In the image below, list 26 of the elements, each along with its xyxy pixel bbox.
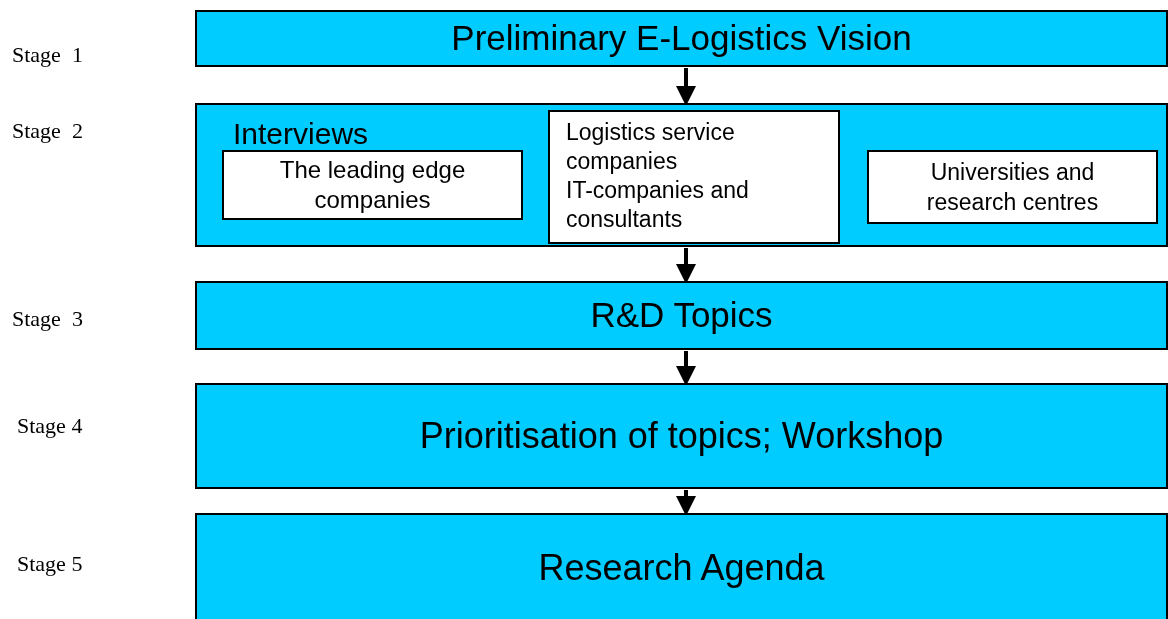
arrow: [676, 351, 696, 386]
box-text: Preliminary E-Logistics Vision: [451, 17, 912, 60]
box-text: Universities and research centres: [925, 158, 1100, 217]
interview-box: [222, 150, 523, 220]
box-text: Research Agenda: [538, 546, 825, 590]
box-heading: Interviews: [233, 116, 369, 152]
stage-label: Stage 3: [12, 305, 83, 333]
box-text: R&D Topics: [590, 294, 773, 337]
interview-box: [195, 10, 1168, 67]
box-text: The leading edge companies: [278, 155, 467, 215]
interview-box: [195, 513, 1168, 619]
interview-box: [867, 150, 1158, 224]
box-text: Prioritisation of topics; Workshop: [419, 414, 944, 458]
interview-box: [195, 383, 1168, 489]
stage-label: Stage 5: [17, 550, 83, 578]
arrow: [676, 248, 696, 284]
arrow: [676, 68, 696, 106]
stage-label: Stage 2: [12, 117, 83, 145]
interview-box: [195, 281, 1168, 350]
arrow: [676, 490, 696, 516]
stage-label: Stage 4: [17, 412, 83, 440]
box-text: IT-companies and consultants: [566, 176, 750, 234]
stage-box: [195, 103, 1168, 247]
interview-box: [548, 110, 840, 244]
stage-label: Stage 1: [12, 41, 83, 69]
box-text: Logistics service companies: [566, 118, 736, 176]
